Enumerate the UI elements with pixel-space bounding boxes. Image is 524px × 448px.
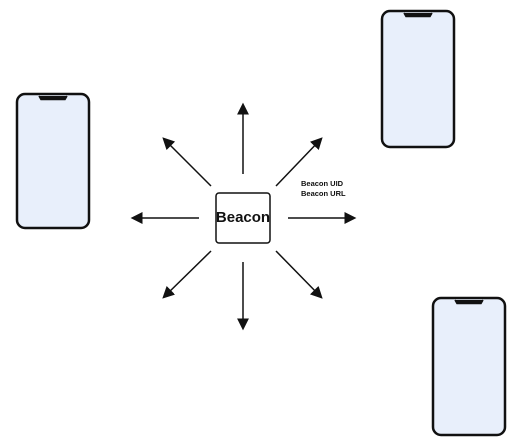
phone-top-right	[380, 9, 456, 149]
phone-notch	[38, 95, 68, 101]
phone-bottom-right	[431, 296, 507, 437]
beacon-node: Beacon	[215, 192, 271, 244]
phone-notch	[454, 299, 484, 305]
payload-uid-label: Beacon UID	[301, 179, 344, 188]
smartphone-icon	[15, 92, 91, 230]
arrow-icon	[275, 137, 323, 187]
phone-notch	[403, 12, 433, 18]
arrow-icon	[162, 250, 212, 299]
beacon-label: Beacon	[216, 209, 270, 226]
phone-left	[15, 92, 91, 230]
arrow-icon	[162, 137, 212, 187]
beacon-box	[215, 192, 271, 244]
smartphone-icon	[380, 9, 456, 149]
smartphone-icon	[431, 296, 507, 437]
broadcast-arrows	[130, 102, 357, 331]
payload-url-label: Beacon URL	[301, 189, 346, 198]
arrow-icon	[275, 250, 323, 299]
payload-labels: Beacon UID Beacon URL	[301, 179, 346, 198]
